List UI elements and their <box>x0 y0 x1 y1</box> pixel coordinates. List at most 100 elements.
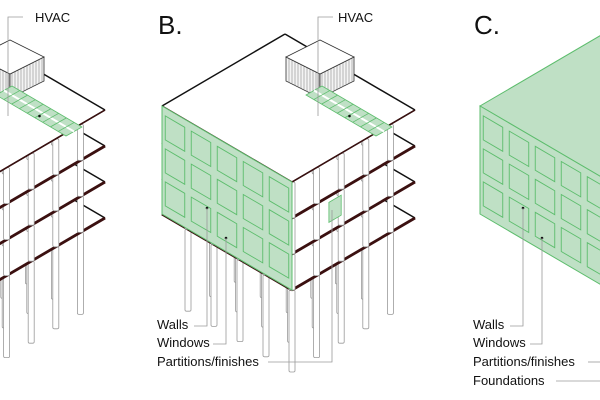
window <box>586 241 600 275</box>
hvac-panel-divider <box>313 89 385 133</box>
window <box>216 211 238 249</box>
hvac-leader-line <box>7 16 23 117</box>
leader-dot <box>38 114 41 118</box>
walls-leader-line <box>194 208 208 327</box>
slab-front-edge <box>291 216 416 292</box>
hvac-unit-top <box>285 39 355 75</box>
column <box>313 167 321 205</box>
slab-front-edge <box>291 144 416 220</box>
window <box>586 175 600 209</box>
column <box>313 275 321 359</box>
slab-front-edge <box>0 144 106 210</box>
hvac-panel-rib <box>329 99 346 110</box>
hvac-panel-rib <box>26 103 44 114</box>
hvac-panel-rib <box>50 117 67 128</box>
column <box>77 124 84 161</box>
window <box>190 196 212 234</box>
hvac-panel-rib <box>352 112 369 123</box>
column <box>52 246 60 330</box>
hvac-panel-rib <box>42 112 59 123</box>
column <box>27 260 35 344</box>
window <box>482 148 504 186</box>
hvac-panel-rib <box>344 108 362 119</box>
hvac-label-a: HVAC <box>35 10 70 25</box>
hvac-panel-rib <box>11 94 28 105</box>
labels: B. C. HVAC HVAC Walls Windows Partitions… <box>35 10 575 388</box>
hvac-panel-rib <box>34 108 52 119</box>
column <box>337 260 345 344</box>
column <box>77 195 84 233</box>
partitions-label-b: Partitions/finishes <box>157 354 259 369</box>
window <box>482 115 504 153</box>
window <box>242 226 264 264</box>
window <box>164 148 186 186</box>
window <box>268 175 290 213</box>
building-c <box>479 35 600 382</box>
window <box>560 160 582 198</box>
column <box>386 231 394 315</box>
column <box>3 167 10 205</box>
walls-label-c: Walls <box>473 317 505 332</box>
walls-label-b: Walls <box>157 317 189 332</box>
column <box>313 239 321 277</box>
windows-leader-line <box>213 238 227 345</box>
column <box>52 174 60 212</box>
hvac-panel-rib <box>19 99 36 110</box>
window <box>508 130 530 168</box>
column <box>3 275 10 359</box>
window <box>216 178 238 216</box>
leader-dot <box>348 114 351 118</box>
window <box>190 163 212 201</box>
column <box>184 228 192 312</box>
windows-leader-line <box>530 238 543 345</box>
column <box>210 243 218 327</box>
column <box>52 210 60 248</box>
window <box>560 226 582 264</box>
hvac-label-b: HVAC <box>338 10 373 25</box>
slab-front-edge <box>0 180 106 246</box>
column <box>27 224 35 262</box>
column <box>3 239 10 277</box>
column <box>386 159 394 197</box>
column <box>362 246 370 330</box>
column <box>386 195 394 233</box>
hvac-panel-rib <box>321 94 338 105</box>
column <box>27 188 35 226</box>
window <box>242 160 264 198</box>
hvac-panel-rib <box>3 90 20 100</box>
window <box>482 181 504 219</box>
window <box>242 193 264 231</box>
column <box>362 210 370 248</box>
column <box>236 259 244 343</box>
column <box>262 274 270 358</box>
roof-slab <box>162 34 415 182</box>
column <box>288 289 296 373</box>
window <box>190 130 212 168</box>
window <box>216 145 238 183</box>
column <box>3 203 10 241</box>
window <box>268 208 290 246</box>
column <box>362 174 370 212</box>
partitions-label-c: Partitions/finishes <box>473 354 575 369</box>
panel-letter-c: C. <box>474 10 500 40</box>
hvac-leader-line <box>317 16 333 117</box>
column <box>77 159 84 197</box>
column <box>313 203 321 241</box>
hvac-panel-divider <box>3 89 75 133</box>
slab-front-edge <box>291 109 416 183</box>
building-b <box>161 16 416 373</box>
window <box>560 193 582 231</box>
column <box>27 152 35 190</box>
hvac-panel-rib <box>360 117 377 128</box>
slab-front-edge <box>0 216 106 282</box>
hvac-panel-rib <box>313 90 330 100</box>
slab-front-edge <box>291 180 416 256</box>
column <box>337 152 345 190</box>
window <box>508 163 530 201</box>
hvac-unit-top <box>0 39 45 75</box>
column <box>337 224 345 262</box>
partitions-leader-line <box>268 210 333 363</box>
hvac-panel-rib <box>58 122 75 132</box>
